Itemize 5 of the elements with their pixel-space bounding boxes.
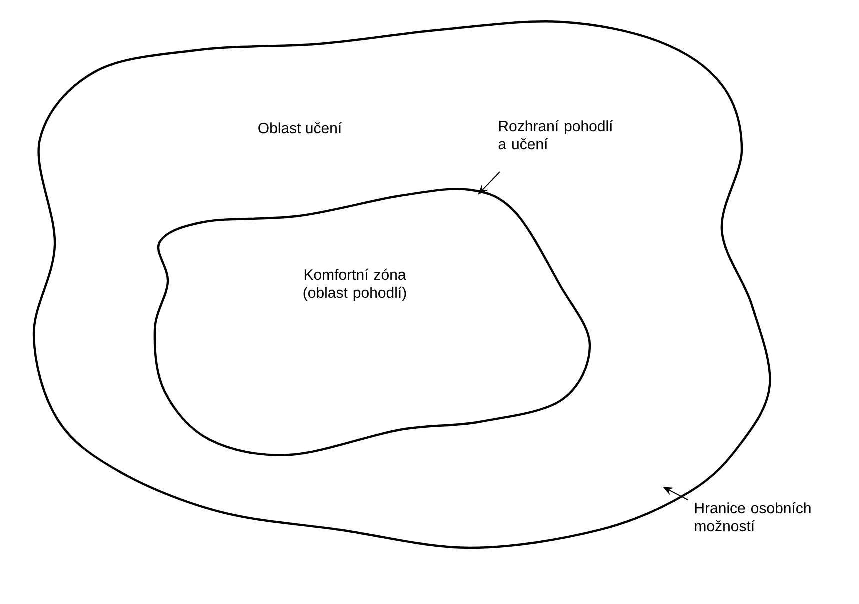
callout-label: Rozhraní pohodlí a učení xyxy=(498,120,614,150)
region-label: Oblast učení xyxy=(258,122,342,134)
callout-label: Hranice osobních možností xyxy=(695,502,811,532)
arrow xyxy=(478,172,500,195)
region-label: Komfortní zóna (oblast pohodlí) xyxy=(304,268,406,302)
